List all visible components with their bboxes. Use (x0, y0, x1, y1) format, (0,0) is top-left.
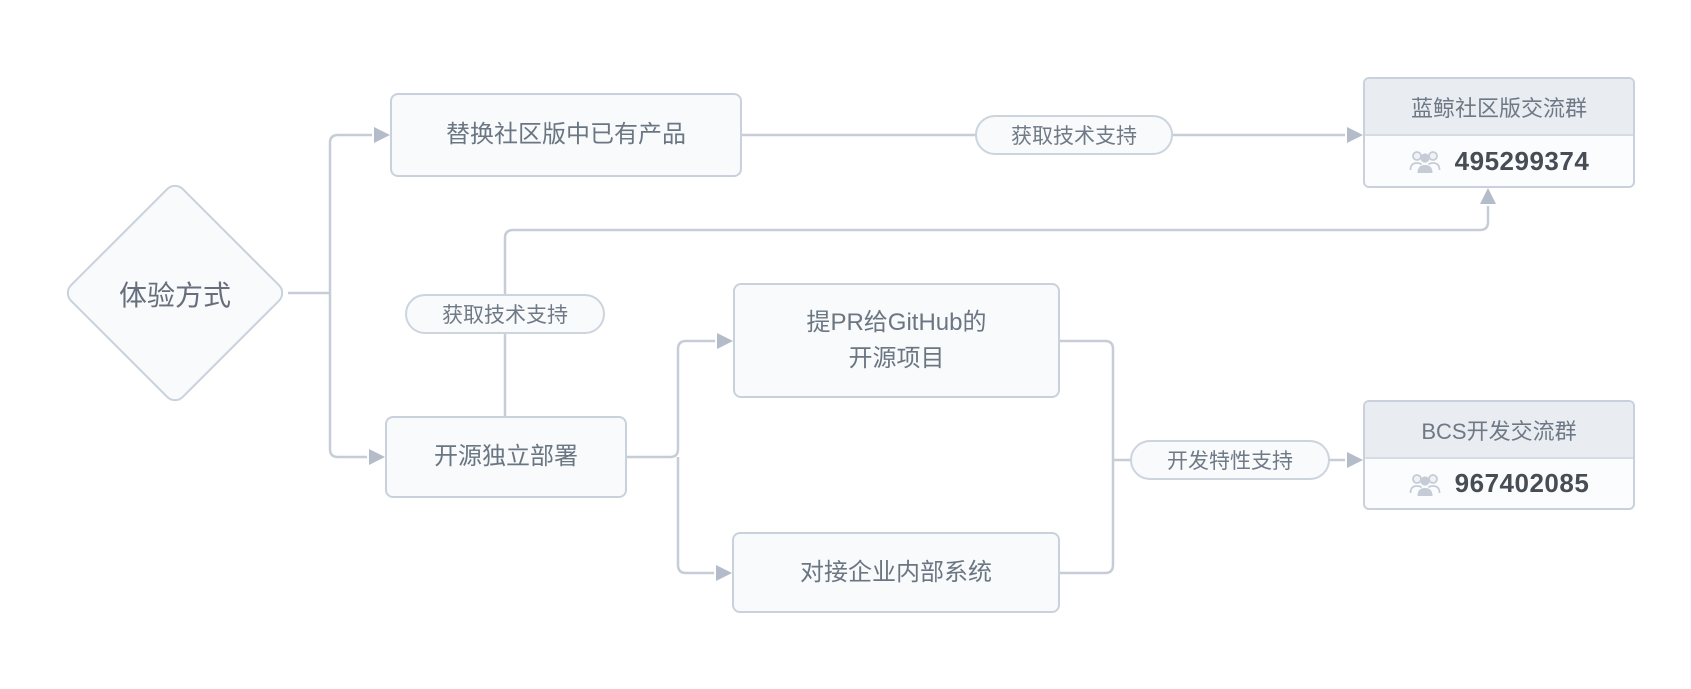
node-label: 对接企业内部系统 (800, 558, 992, 586)
arrowhead-into-bcs (1347, 452, 1363, 468)
card-title: 蓝鲸社区版交流群 (1365, 79, 1633, 136)
node-label: 替换社区版中已有产品 (446, 121, 686, 148)
group-icon (1409, 151, 1441, 173)
edge-label-dev-feature-support: 开发特性支持 (1130, 440, 1330, 480)
qq-group-number: 495299374 (1454, 145, 1590, 176)
edge-pr-to-merge (1060, 339, 1115, 460)
edge-decision-to-replace (328, 133, 372, 293)
edge-label-text: 获取技术支持 (1011, 125, 1137, 148)
node-label-line1: 提PR给GitHub的 (806, 308, 987, 336)
card-body: 967402085 (1365, 459, 1633, 508)
edge-opensource-to-pr (627, 339, 715, 459)
qq-group-number: 967402085 (1454, 468, 1590, 498)
edge-label-text: 开发特性支持 (1167, 450, 1293, 473)
card-blueking-community-group: 蓝鲸社区版交流群 495299374 (1363, 77, 1635, 188)
node-replace-community-product: 替换社区版中已有产品 (390, 93, 742, 177)
arrowhead-into-enterprise (716, 565, 732, 581)
arrowhead-into-replace (374, 127, 390, 143)
arrowhead-into-pr (717, 333, 733, 349)
card-body: 495299374 (1365, 136, 1633, 186)
group-icon (1409, 473, 1441, 496)
card-bcs-dev-group: BCS开发交流群 967402085 (1363, 400, 1635, 510)
arrowhead-into-opensource (369, 449, 385, 465)
edge-label-tech-support-top: 获取技术支持 (975, 115, 1173, 155)
decision-node-label: 体验方式 (118, 280, 231, 311)
edge-opensource-to-enterprise (676, 457, 714, 575)
node-label: 开源独立部署 (434, 443, 578, 470)
arrowhead-into-blueking-left (1347, 127, 1363, 143)
edge-enterprise-to-merge (1060, 460, 1115, 575)
edge-opensource-to-blueking (503, 206, 1490, 416)
card-title: BCS开发交流群 (1365, 402, 1633, 459)
edge-label-tech-support-left: 获取技术支持 (405, 294, 605, 334)
node-label-line2: 开源项目 (848, 344, 945, 372)
node-enterprise-system: 对接企业内部系统 (732, 532, 1060, 613)
edge-decision-to-opensource (328, 293, 367, 459)
edge-label-text: 获取技术支持 (442, 304, 568, 327)
node-opensource-deploy: 开源独立部署 (385, 416, 627, 498)
node-pr-github: 提PR给GitHub的 开源项目 (733, 283, 1060, 398)
arrowhead-into-blueking-bottom (1480, 188, 1496, 204)
